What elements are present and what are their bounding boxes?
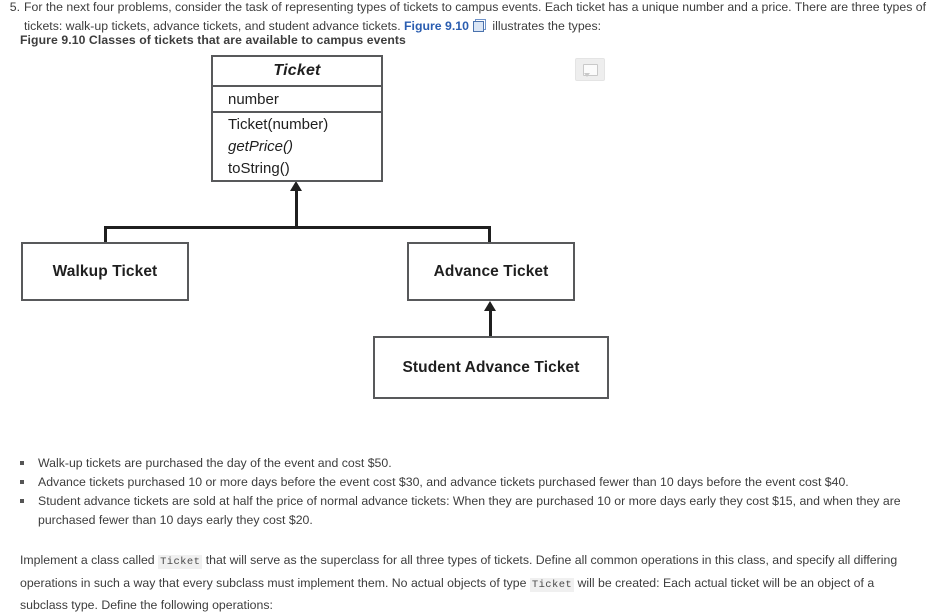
bullet-square-icon <box>20 454 38 465</box>
popout-icon-front-square <box>472 21 484 32</box>
bullet-square-icon <box>20 492 38 503</box>
uml-attribute-number: number <box>213 87 381 113</box>
intro-text-part-2: illustrates the types: <box>488 19 602 33</box>
problem-number: 5. <box>9 0 20 14</box>
uml-class-box-ticket: Ticket number Ticket(number) getPrice() … <box>211 55 383 182</box>
list-item-text: Advance tickets purchased 10 or more day… <box>38 475 849 489</box>
inheritance-arrowhead-to-ticket <box>290 181 302 191</box>
ticket-pricing-list: Walk-up tickets are purchased the day of… <box>20 454 932 530</box>
uml-class-name-ticket: Ticket <box>213 57 381 87</box>
intro-text-part-1: For the next four problems, consider the… <box>24 0 927 33</box>
comment-bubble-icon[interactable] <box>575 58 605 81</box>
inline-code-ticket-1: Ticket <box>158 555 203 569</box>
connector-vertical-to-advance <box>488 226 491 244</box>
list-item-text: Walk-up tickets are purchased the day of… <box>38 456 392 470</box>
connector-vertical-to-superclass <box>295 188 298 228</box>
list-item: Student advance tickets are sold at half… <box>20 492 932 530</box>
connector-vertical-student-to-advance <box>489 308 492 338</box>
figure-caption: Figure 9.10 Classes of tickets that are … <box>20 33 406 47</box>
connector-vertical-to-walkup <box>104 226 107 244</box>
uml-class-box-advance-ticket: Advance Ticket <box>407 242 575 301</box>
inline-code-ticket-2: Ticket <box>529 577 575 592</box>
uml-class-box-student-advance-ticket: Student Advance Ticket <box>373 336 609 399</box>
implementation-instructions: Implement a class called Ticket that wil… <box>20 550 925 616</box>
figure-link[interactable]: Figure 9.10 <box>404 19 469 33</box>
uml-operation-getprice: getPrice() <box>228 138 294 155</box>
problem-intro: 5. For the next four problems, consider … <box>0 0 947 36</box>
bullet-square-icon <box>20 473 38 484</box>
uml-class-diagram: Ticket number Ticket(number) getPrice() … <box>0 48 680 408</box>
list-item: Advance tickets purchased 10 or more day… <box>20 473 932 492</box>
closing-text-segment-1: Implement a class called <box>20 553 159 567</box>
popout-window-icon[interactable] <box>472 19 486 32</box>
inheritance-arrowhead-to-advance <box>484 301 496 311</box>
list-item: Walk-up tickets are purchased the day of… <box>20 454 932 473</box>
uml-operation-constructor: Ticket(number) <box>228 116 329 133</box>
uml-class-box-walkup-ticket: Walkup Ticket <box>21 242 189 301</box>
problem-intro-text: For the next four problems, consider the… <box>24 0 947 36</box>
uml-operation-tostring: toString() <box>228 160 290 177</box>
closing-text-segment-2: that will serve as the superclass for al… <box>20 553 898 590</box>
list-item-text: Student advance tickets are sold at half… <box>38 494 901 527</box>
uml-operations-compartment: Ticket(number) getPrice() toString() <box>213 113 381 178</box>
connector-horizontal-bus <box>104 226 491 229</box>
closing-text-segment-3: will be created: Each actual ticket will… <box>20 575 875 613</box>
comment-bubble-tail <box>584 73 590 77</box>
